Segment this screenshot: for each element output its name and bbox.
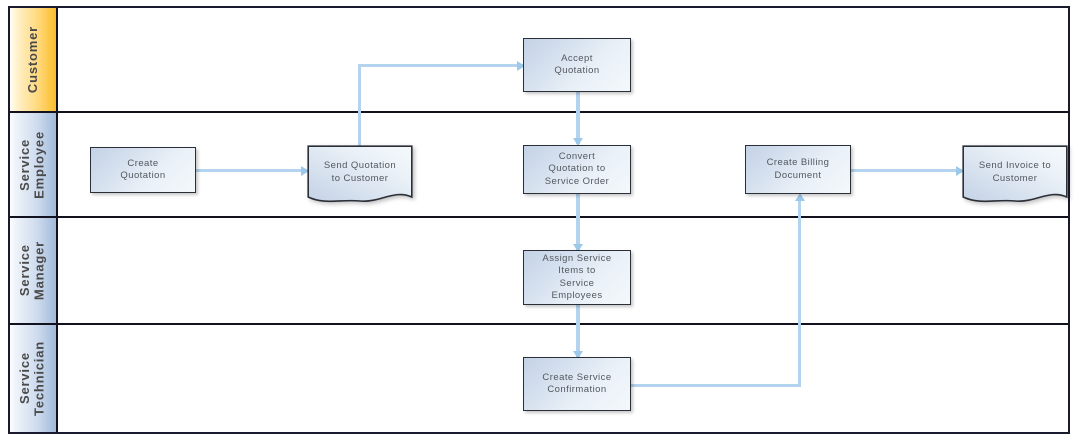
connector-create-to-send-line <box>195 169 307 172</box>
node-create-quotation[interactable]: Create Quotation <box>90 147 196 193</box>
lane-header-customer: Customer <box>10 8 58 111</box>
connector-assign-to-confirm-arrowhead <box>573 351 583 359</box>
node-create-billing-document-label: Create Billing Document <box>766 157 830 181</box>
document-shape-icon <box>962 145 1068 203</box>
node-create-service-confirmation[interactable]: Create Service Confirmation <box>523 357 631 411</box>
connector-confirm-to-billing-arrowhead <box>795 193 805 201</box>
lane-title-customer: Customer <box>24 25 40 94</box>
node-create-service-confirmation-label: Create Service Confirmation <box>542 371 612 395</box>
node-send-invoice-label: Send Invoice to Customer <box>978 160 1052 184</box>
lane-header-service-manager: Service Manager <box>10 218 58 323</box>
connector-confirm-to-billing-riser <box>798 200 801 387</box>
connector-convert-to-assign-line <box>576 194 580 250</box>
connector-accept-to-convert-arrowhead <box>573 138 583 146</box>
connector-convert-to-assign-arrowhead <box>573 244 583 252</box>
connector-billing-to-invoice-arrowhead <box>956 165 964 176</box>
node-create-quotation-label: Create Quotation <box>120 157 166 181</box>
lane-title-service-manager: Service Manager <box>17 240 47 301</box>
node-send-quotation[interactable]: Send Quotation to Customer <box>307 145 413 207</box>
connector-send-to-accept-arrowhead <box>517 60 525 71</box>
node-create-billing-document[interactable]: Create Billing Document <box>745 145 851 194</box>
diagram-frame: Customer Service Employee Service Manage… <box>8 6 1070 434</box>
connector-create-to-send-arrowhead <box>301 165 309 176</box>
lane-title-service-technician: Service Technician <box>17 341 47 416</box>
connector-confirm-to-billing-line <box>630 384 801 387</box>
node-accept-quotation[interactable]: Accept Quotation <box>523 38 631 92</box>
lane-header-service-employee: Service Employee <box>10 113 58 216</box>
connector-accept-to-convert-line <box>576 92 580 144</box>
node-send-quotation-label: Send Quotation to Customer <box>323 160 397 184</box>
connector-send-to-accept-line <box>358 64 525 67</box>
lane-header-service-technician: Service Technician <box>10 325 58 432</box>
node-accept-quotation-label: Accept Quotation <box>554 52 600 76</box>
connector-send-to-accept-riser <box>358 64 361 147</box>
document-shape-icon <box>307 145 413 203</box>
node-assign-service-items-label: Assign Service Items to Service Employee… <box>542 253 612 301</box>
node-convert-quotation-label: Convert Quotation to Service Order <box>544 151 610 187</box>
node-convert-quotation[interactable]: Convert Quotation to Service Order <box>523 145 631 194</box>
lane-title-service-employee: Service Employee <box>17 130 47 199</box>
node-assign-service-items[interactable]: Assign Service Items to Service Employee… <box>523 250 631 305</box>
node-send-invoice[interactable]: Send Invoice to Customer <box>962 145 1068 207</box>
connector-assign-to-confirm-line <box>576 305 580 357</box>
connector-billing-to-invoice-line <box>851 169 962 172</box>
swimlane-service-manager: Service Manager <box>10 218 1068 325</box>
